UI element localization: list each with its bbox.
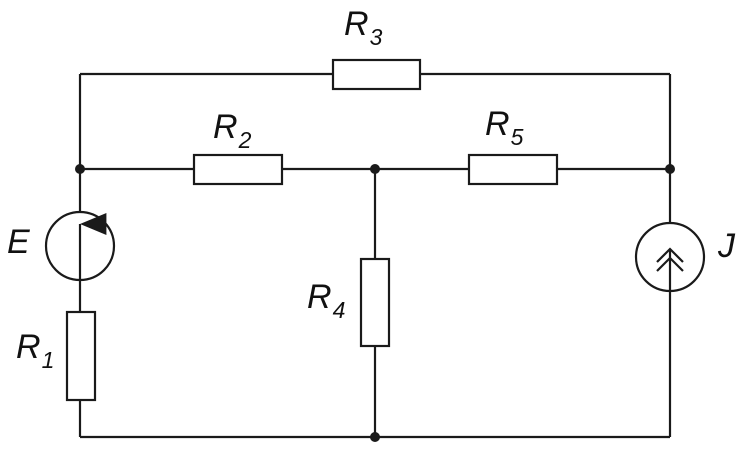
- voltage-source-e: [44, 210, 116, 282]
- node-bottom: [370, 432, 380, 442]
- resistor-r4: [359, 257, 391, 348]
- label-e: E: [7, 223, 30, 261]
- resistor-r2: [192, 153, 284, 186]
- node-left: [75, 164, 85, 174]
- label-r2: R2: [213, 108, 252, 153]
- label-r4: R4: [307, 278, 345, 323]
- label-j: J: [717, 227, 736, 265]
- wires: [78, 72, 672, 439]
- resistor-r5: [467, 153, 559, 186]
- resistor-r3: [331, 58, 422, 91]
- node-center: [370, 164, 380, 174]
- label-r1: R1: [16, 328, 54, 373]
- label-r3: R3: [344, 5, 383, 50]
- node-right: [665, 164, 675, 174]
- resistor-r1: [65, 310, 97, 402]
- current-source-j: [634, 221, 706, 293]
- label-r5: R5: [485, 105, 524, 150]
